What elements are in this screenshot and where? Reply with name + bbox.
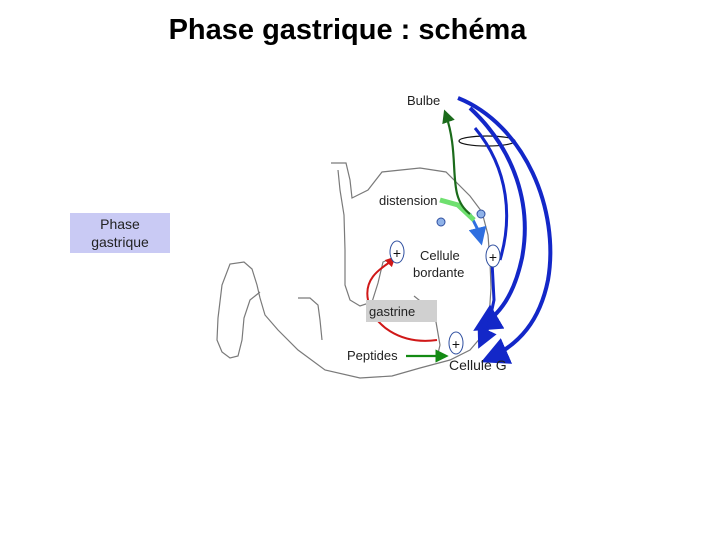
label-distension: distension	[379, 193, 438, 208]
label-bulbe: Bulbe	[407, 93, 440, 108]
plus-sign-cellule-g: +	[452, 336, 460, 352]
gastrine-box	[366, 300, 437, 322]
distension-input-pathway	[439, 197, 476, 222]
label-cellule-g: Cellule G	[449, 357, 507, 373]
plus-oval-vagal	[485, 244, 501, 268]
vagal-to-cellule-g-pathway	[477, 261, 497, 349]
distension-receptor-dot	[436, 217, 446, 227]
plus-sign-vagal: +	[489, 249, 497, 265]
label-cellule-bordante-2: bordante	[413, 265, 464, 280]
phase-label-box: Phase gastrique	[70, 213, 170, 253]
vagal-receptor-dot	[476, 209, 486, 219]
label-gastrine: gastrine	[369, 304, 415, 319]
label-peptides: Peptides	[347, 348, 398, 363]
plus-sign-cellule-bordante: +	[393, 245, 401, 261]
plus-oval-cellule-bordante	[389, 240, 405, 264]
vagal-efferent-pathway-inner	[468, 106, 527, 331]
label-cellule-bordante-1: Cellule	[420, 248, 460, 263]
vagal-afferent-pathway	[442, 109, 471, 215]
plus-oval-cellule-g	[448, 331, 464, 355]
vagal-efferent-pathway-outer	[457, 96, 553, 364]
vagal-efferent-pathway-mid	[473, 127, 509, 261]
slide-title: Phase gastrique : schéma	[168, 14, 527, 46]
